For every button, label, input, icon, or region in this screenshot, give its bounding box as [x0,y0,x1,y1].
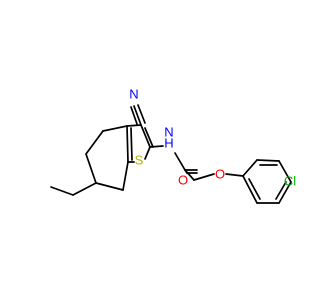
bond [72,182,97,196]
bond [50,186,74,196]
bond [85,130,104,155]
atom-label-nitrile-n: N [129,87,138,102]
bond [174,152,186,171]
atom-label-carbonyl-o: O [178,173,188,188]
bond-lines [50,104,292,204]
bond [278,181,292,204]
bond [122,161,129,191]
bond [184,169,195,181]
bond [193,173,215,181]
bond [242,159,258,177]
bond [278,160,292,183]
bond [242,175,258,204]
bond [137,104,146,124]
bond [133,105,142,126]
bond [144,127,154,148]
bond [126,125,129,163]
chemical-structure: N N H S O O Cl [50,87,296,204]
bond [225,173,244,177]
bond [95,182,124,191]
bond [130,106,138,125]
bond [102,125,128,132]
bond [275,181,287,200]
atom-label-ring-s: S [135,153,144,168]
bond [85,153,97,184]
atom-label-amide-h: H [164,136,173,151]
atom-label-chlorine: Cl [284,174,296,189]
bond [149,145,164,148]
atom-label-amide-n: N [164,125,173,140]
bond [130,127,133,161]
atom-label-ether-o: O [215,167,225,182]
bond [126,124,142,127]
bond [248,178,261,200]
atom-labels: N N H S O O Cl [129,87,296,189]
bond [140,124,151,148]
bond [144,146,151,160]
bond [256,159,280,162]
